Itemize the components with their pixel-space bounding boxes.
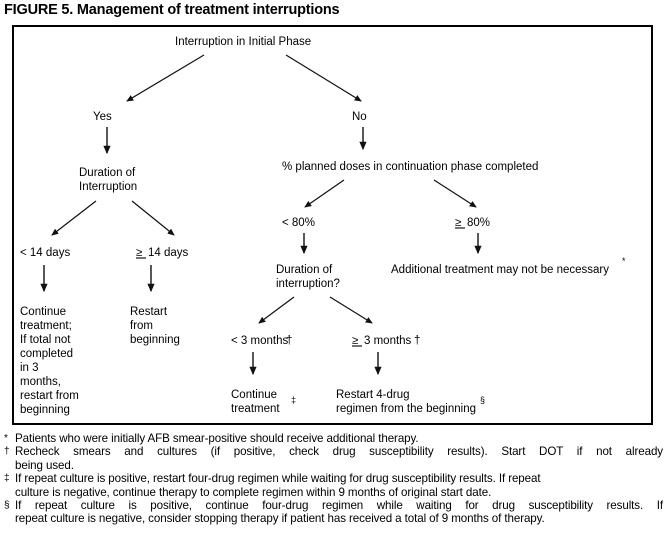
node-lt-3-months-text: < 3 months bbox=[231, 335, 288, 347]
footnote-text-dagger: Recheck smears and cultures (if positive… bbox=[15, 445, 663, 472]
footnote-dagger-line1: Recheck smears and cultures (if positive… bbox=[15, 445, 663, 459]
node-gte-14-days-symbol: ≥ bbox=[136, 247, 142, 259]
node-continue-treatment-block: Continue treatment; If total not complet… bbox=[20, 306, 79, 416]
flowchart-svg: Interruption in Initial Phase Yes Durati… bbox=[20, 36, 626, 416]
edge-duration-to-gte14 bbox=[131, 200, 175, 236]
footnote-doubledagger-line2: culture is negative, continue therapy to… bbox=[15, 485, 492, 499]
node-lt-14-days: < 14 days bbox=[20, 247, 70, 259]
edge-duration2-to-gte3 bbox=[329, 296, 373, 324]
node-gte-3-months-text: 3 months bbox=[364, 335, 412, 347]
node-gte-80: ≥ 80% bbox=[455, 217, 490, 229]
footnote-text-doubledagger: If repeat culture is positive, restart f… bbox=[15, 472, 663, 499]
restart-beginning-line-0: Restart bbox=[130, 306, 168, 318]
restart-4drug-line-1: regimen from the beginning bbox=[336, 403, 476, 415]
edge-root-to-yes bbox=[126, 54, 205, 102]
edge-root-to-no bbox=[285, 54, 362, 102]
node-root: Interruption in Initial Phase bbox=[175, 36, 311, 48]
continue-treatment2-line-1: treatment bbox=[231, 403, 280, 415]
continue-treatment-line-3: completed bbox=[20, 348, 73, 360]
footnote-marker-asterisk: * bbox=[4, 433, 8, 444]
node-continue-treatment2-block: Continue treatment ‡ bbox=[231, 389, 296, 415]
continue-treatment-line-7: beginning bbox=[20, 404, 70, 416]
node-pct-planned: % planned doses in continuation phase co… bbox=[282, 161, 538, 173]
node-duration-interruption2-line1: Duration of bbox=[276, 264, 333, 276]
edge-duration2-to-lt3 bbox=[258, 296, 295, 324]
node-gte-3-months: ≥ 3 months † bbox=[352, 335, 420, 347]
continue-treatment-line-6: restart from bbox=[20, 390, 79, 402]
footnote-doubledagger: ‡ If repeat culture is positive, restart… bbox=[4, 472, 663, 499]
footnote-marker-section: § bbox=[4, 500, 10, 512]
continue-treatment-line-5: months, bbox=[20, 376, 61, 388]
node-duration-interruption-line1: Duration of bbox=[79, 167, 136, 179]
node-restart-beginning-block: Restart from beginning bbox=[130, 306, 180, 346]
footnote-doubledagger-line1: If repeat culture is positive, restart f… bbox=[15, 472, 541, 486]
node-lt-80: < 80% bbox=[282, 217, 315, 229]
node-additional-treatment-marker: * bbox=[622, 256, 626, 266]
node-lt-3-months: < 3 months † bbox=[231, 335, 292, 347]
footnote-section-line1: If repeat culture is positive, continue … bbox=[15, 499, 663, 513]
node-gte-14-days-text: 14 days bbox=[148, 247, 189, 259]
footnote-section-line2: repeat culture is negative, consider sto… bbox=[15, 512, 545, 526]
footnotes: * Patients who were initially AFB smear-… bbox=[4, 432, 663, 526]
restart-beginning-line-1: from bbox=[130, 320, 153, 332]
page-title: FIGURE 5. Management of treatment interr… bbox=[4, 2, 340, 18]
footnote-asterisk: * Patients who were initially AFB smear-… bbox=[4, 432, 663, 445]
node-gte-14-days: ≥ 14 days bbox=[136, 247, 189, 259]
node-duration-interruption2-line2: interruption? bbox=[276, 278, 340, 290]
footnote-dagger-line2: being used. bbox=[15, 458, 74, 472]
node-gte-80-symbol: ≥ bbox=[455, 217, 461, 229]
node-gte-3-months-marker: † bbox=[414, 335, 420, 347]
footnote-marker-dagger: † bbox=[4, 446, 10, 458]
node-gte-3-months-symbol: ≥ bbox=[352, 335, 358, 347]
continue-treatment-line-2: If total not bbox=[20, 334, 71, 346]
flowchart-frame: Interruption in Initial Phase Yes Durati… bbox=[12, 25, 653, 425]
node-additional-treatment-text: Additional treatment may not be necessar… bbox=[391, 264, 609, 276]
footnote-marker-doubledagger: ‡ bbox=[4, 473, 10, 485]
footnote-text-section: If repeat culture is positive, continue … bbox=[15, 499, 663, 526]
node-duration-interruption-line2: Interruption bbox=[79, 181, 137, 193]
node-yes: Yes bbox=[93, 111, 112, 123]
node-additional-treatment: Additional treatment may not be necessar… bbox=[391, 256, 626, 276]
edge-pct-to-lt80 bbox=[304, 179, 345, 208]
node-lt-3-months-marker: † bbox=[286, 335, 292, 347]
edge-duration-to-lt14 bbox=[51, 200, 97, 236]
restart-4drug-marker: § bbox=[480, 395, 485, 405]
continue-treatment-line-0: Continue bbox=[20, 306, 66, 318]
edge-pct-to-gte80 bbox=[433, 179, 477, 208]
continue-treatment-line-1: treatment; bbox=[20, 320, 72, 332]
restart-beginning-line-2: beginning bbox=[130, 334, 180, 346]
continue-treatment2-marker: ‡ bbox=[291, 395, 296, 405]
continue-treatment2-line-0: Continue bbox=[231, 389, 277, 401]
footnote-section: § If repeat culture is positive, continu… bbox=[4, 499, 663, 526]
node-gte-80-text: 80% bbox=[467, 217, 490, 229]
footnote-text-asterisk: Patients who were initially AFB smear-po… bbox=[15, 432, 419, 445]
node-restart-4drug-block: Restart 4-drug regimen from the beginnin… bbox=[336, 389, 485, 415]
continue-treatment-line-4: in 3 bbox=[20, 362, 39, 374]
restart-4drug-line-0: Restart 4-drug bbox=[336, 389, 410, 401]
node-no: No bbox=[352, 111, 367, 123]
footnote-dagger: † Recheck smears and cultures (if positi… bbox=[4, 445, 663, 472]
